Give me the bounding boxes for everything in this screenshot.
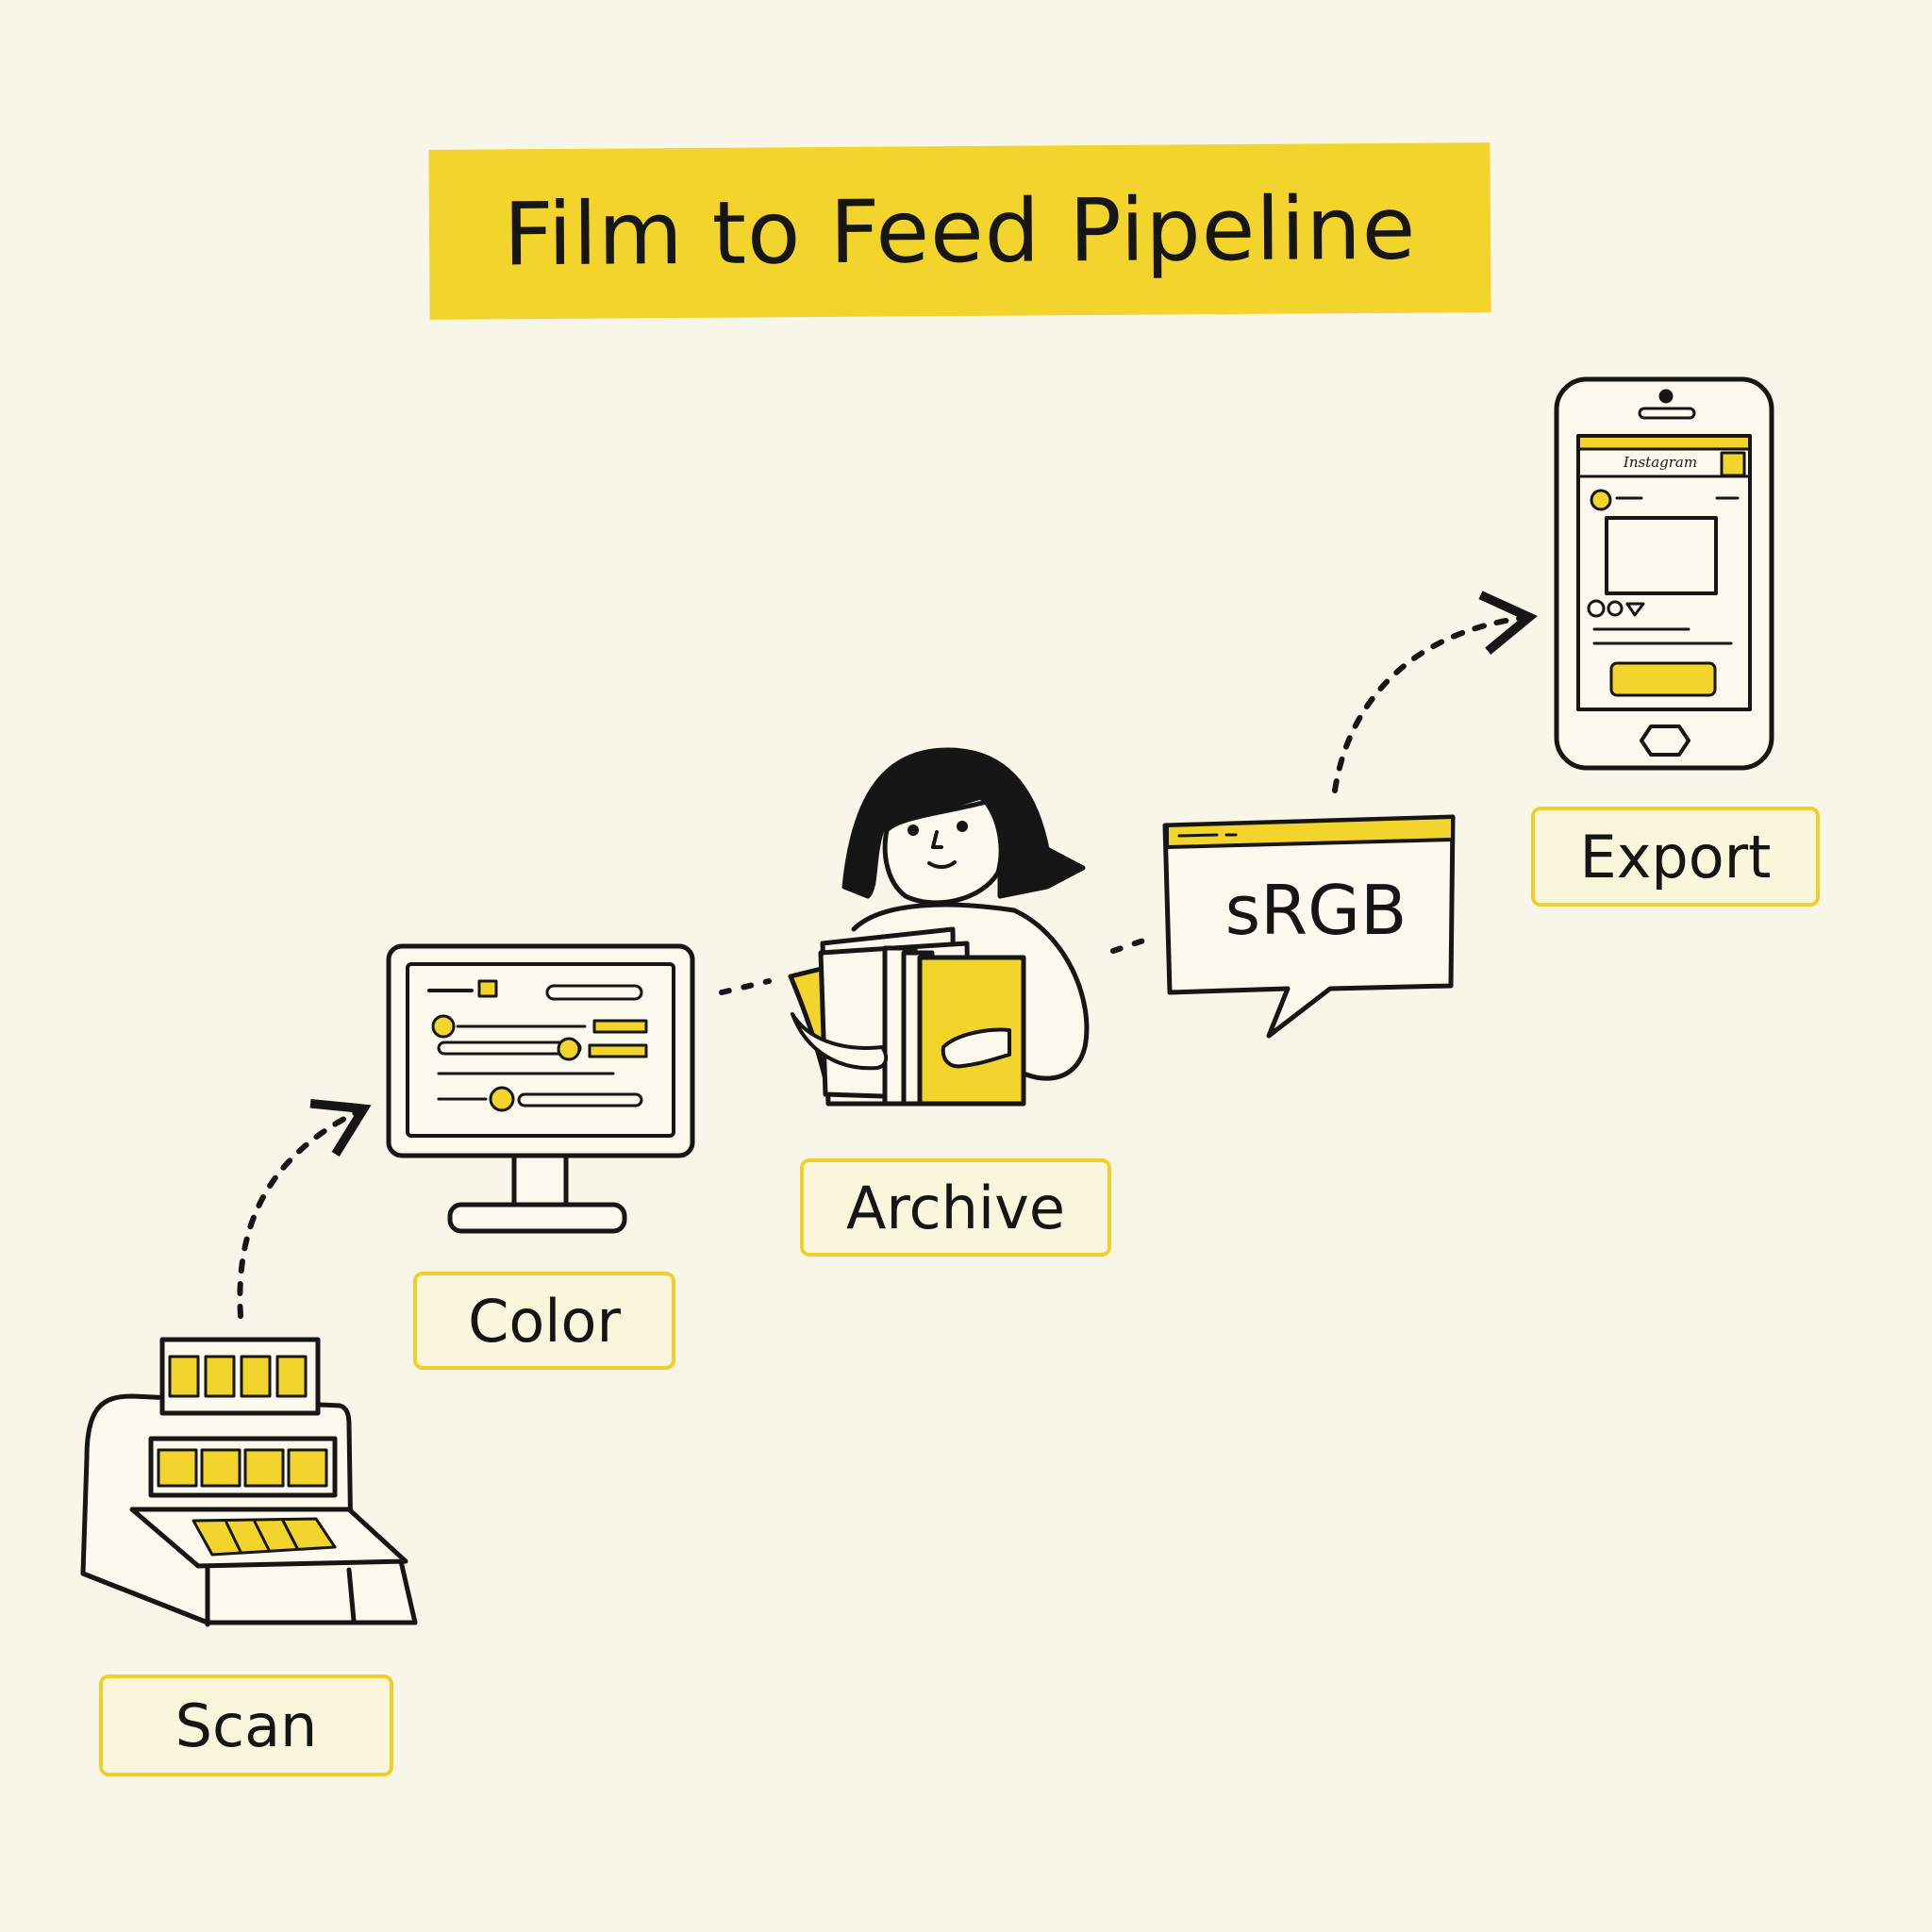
person-with-folders-icon bbox=[788, 747, 1090, 1107]
arrow-scan-to-color bbox=[237, 1099, 372, 1319]
phone-app-name: Instagram bbox=[1623, 454, 1698, 471]
film-scanner-icon bbox=[80, 1337, 418, 1627]
arrow-srgb-to-export bbox=[1332, 591, 1538, 793]
speech-bubble-icon bbox=[1162, 814, 1456, 1039]
step-label-archive: Archive bbox=[800, 1158, 1111, 1257]
arrow-color-to-archive bbox=[719, 978, 772, 995]
step-label-scan: Scan bbox=[99, 1674, 393, 1776]
arrow-archive-to-srgb bbox=[1110, 937, 1149, 954]
step-label-export: Export bbox=[1531, 807, 1820, 907]
monitor-icon bbox=[386, 943, 695, 1234]
speech-bubble-text: sRGB bbox=[1224, 871, 1407, 950]
step-label-color: Color bbox=[413, 1272, 675, 1370]
phone-icon bbox=[1554, 376, 1774, 771]
